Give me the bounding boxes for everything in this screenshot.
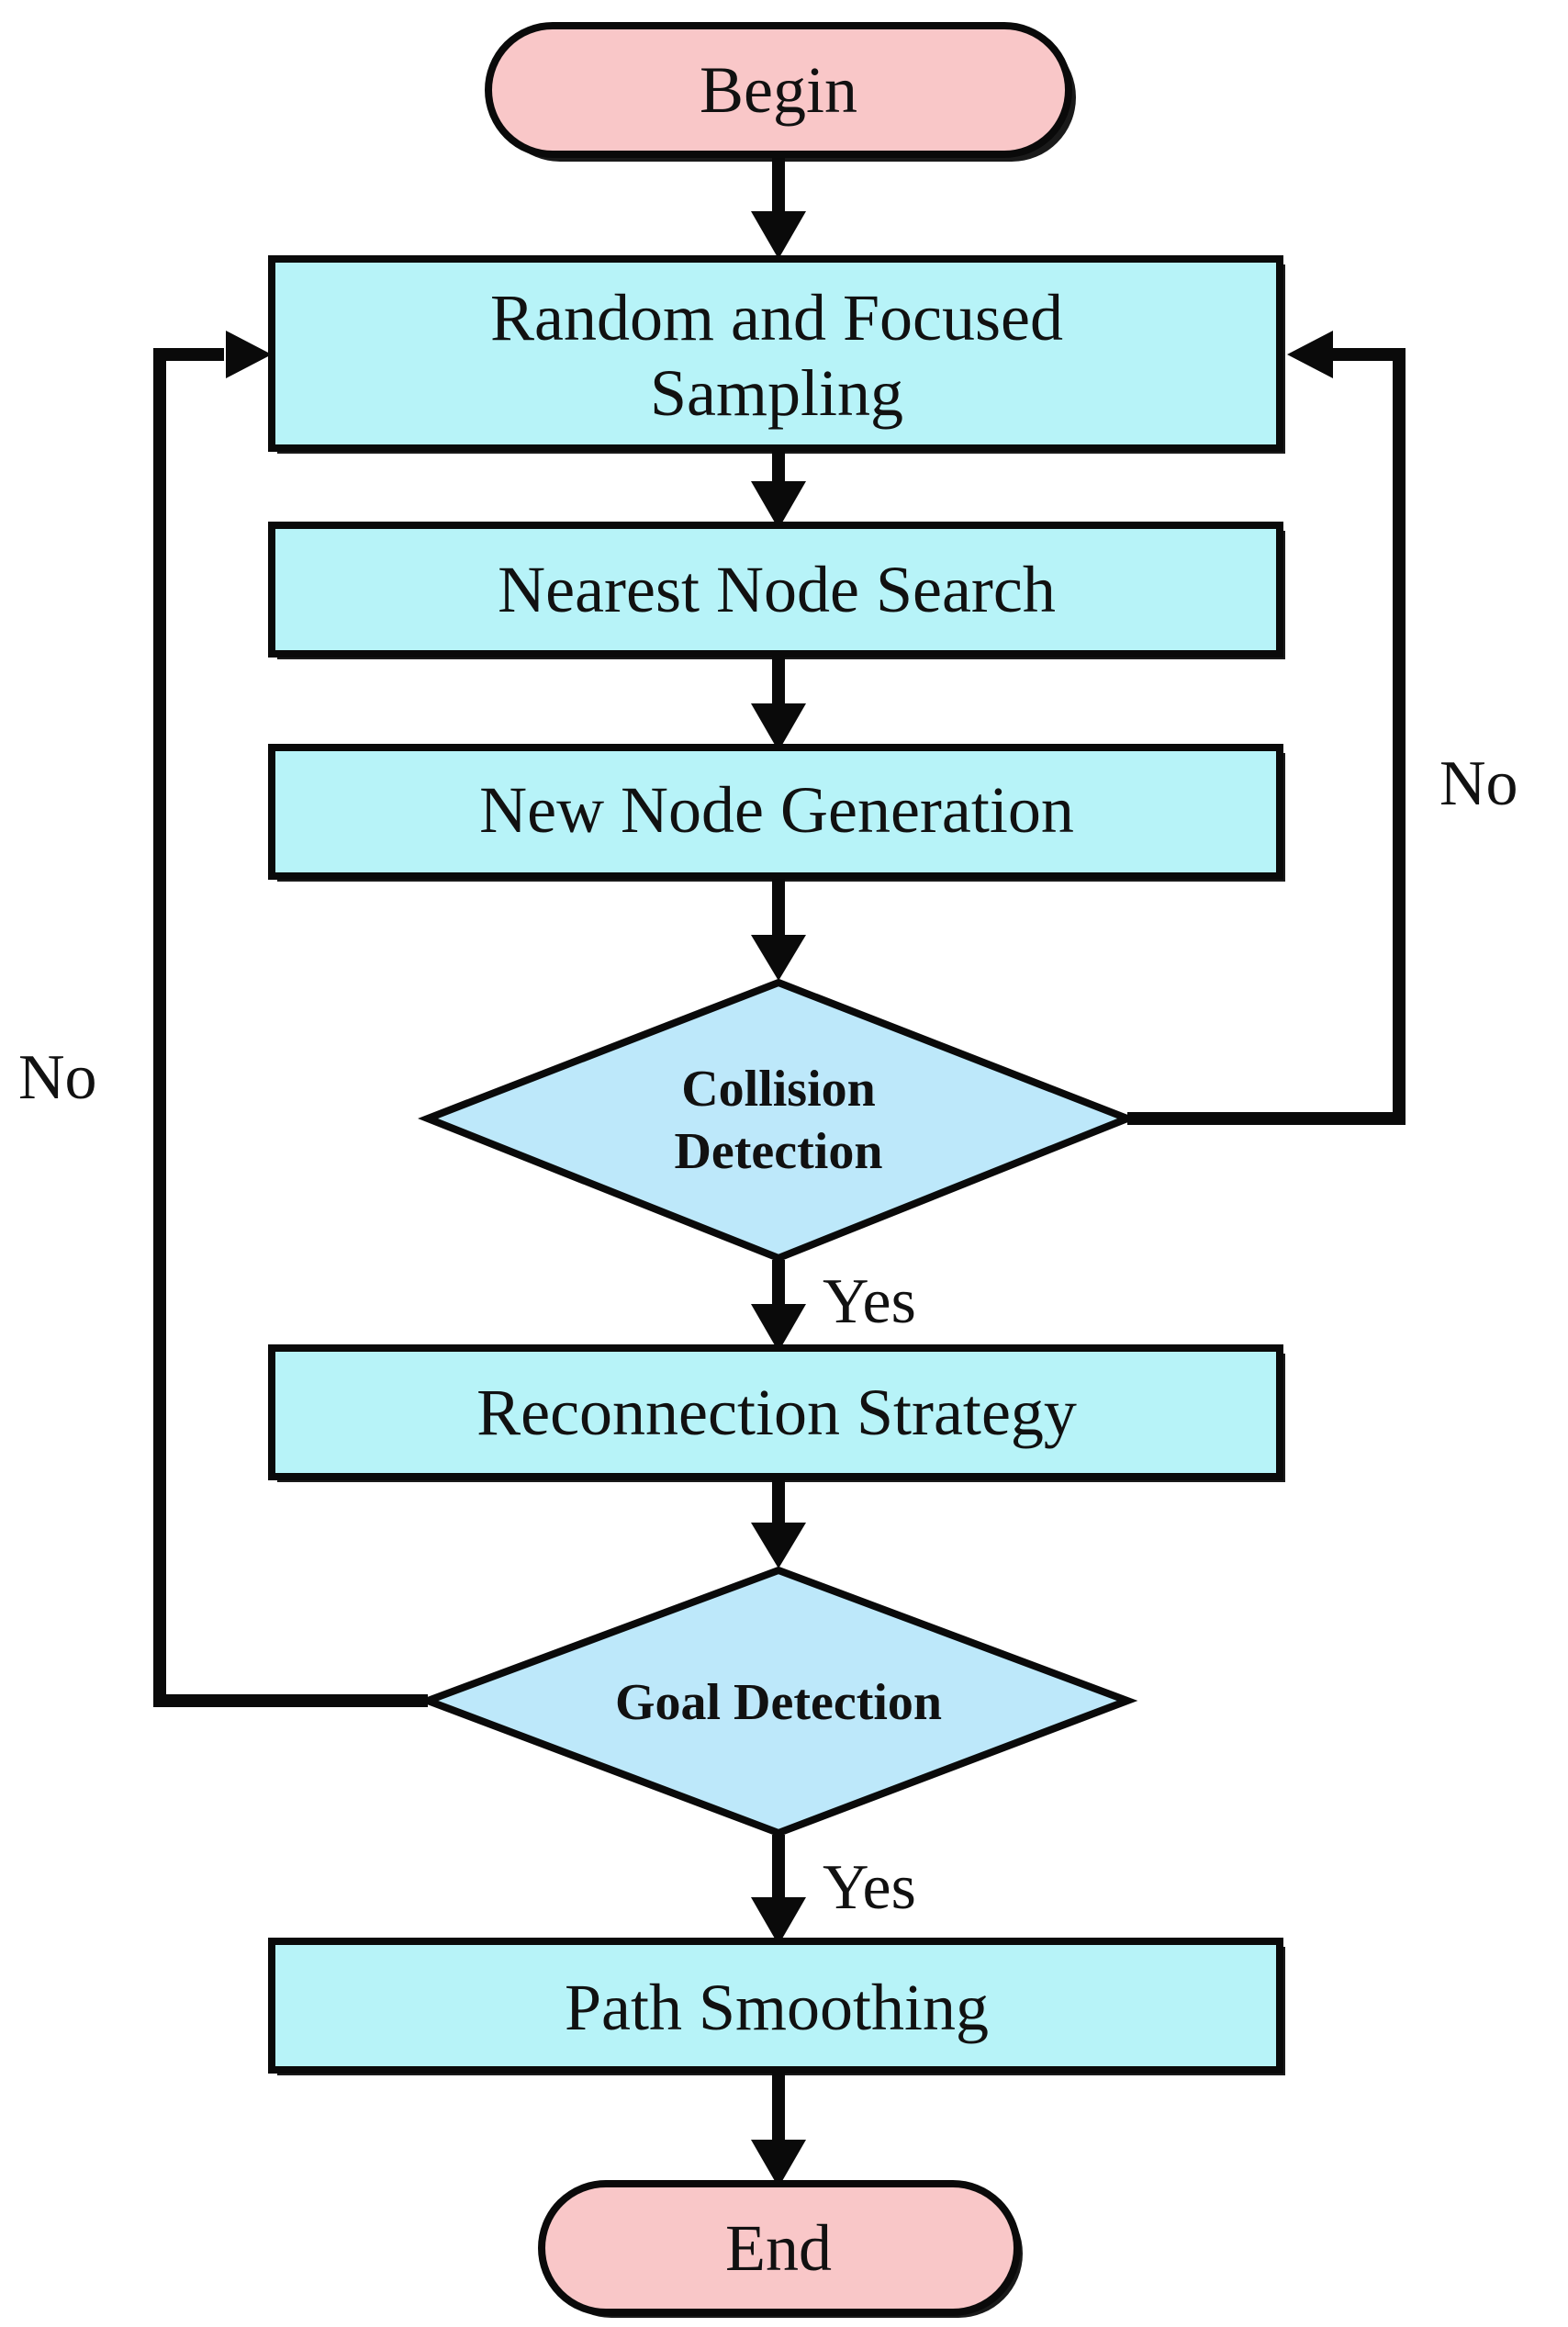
loop-arrowheads	[226, 331, 1333, 378]
path-smoothing-box	[268, 1938, 1283, 2074]
collision-decision	[418, 978, 1137, 1263]
path-smoothing-label: Path Smoothing	[565, 1971, 989, 2044]
new-node-label: New Node Generation	[479, 773, 1074, 847]
reconnection-box	[268, 1344, 1283, 1480]
no-goal-arrowhead	[226, 331, 272, 378]
yes-collision-label: Yes	[823, 1266, 916, 1337]
begin-label: Begin	[700, 53, 857, 127]
no-collision-arrowhead	[1287, 331, 1333, 378]
reconnection-label: Reconnection Strategy	[476, 1376, 1077, 1449]
begin-terminal	[485, 22, 1072, 158]
sampling-box	[268, 255, 1283, 452]
end-terminal	[538, 2180, 1021, 2316]
goal-decision	[417, 1566, 1138, 1838]
new-node-box	[268, 744, 1283, 880]
nearest-node-box	[268, 522, 1283, 658]
loop-connectors	[153, 348, 1406, 1707]
collision-label-line1: Collision	[681, 1061, 876, 1118]
nearest-node-label: Nearest Node Search	[498, 553, 1056, 626]
sampling-label-line1: Random and Focused	[490, 281, 1063, 354]
sampling-label-line2: Sampling	[650, 356, 903, 430]
no-collision-label: No	[1439, 748, 1518, 819]
collision-label-line2: Detection	[674, 1123, 882, 1180]
yes-goal-label: Yes	[823, 1852, 916, 1923]
no-goal-label: No	[18, 1042, 97, 1113]
end-label: End	[725, 2211, 832, 2285]
main-arrowheads	[751, 211, 806, 2187]
goal-label: Goal Detection	[615, 1674, 942, 1731]
